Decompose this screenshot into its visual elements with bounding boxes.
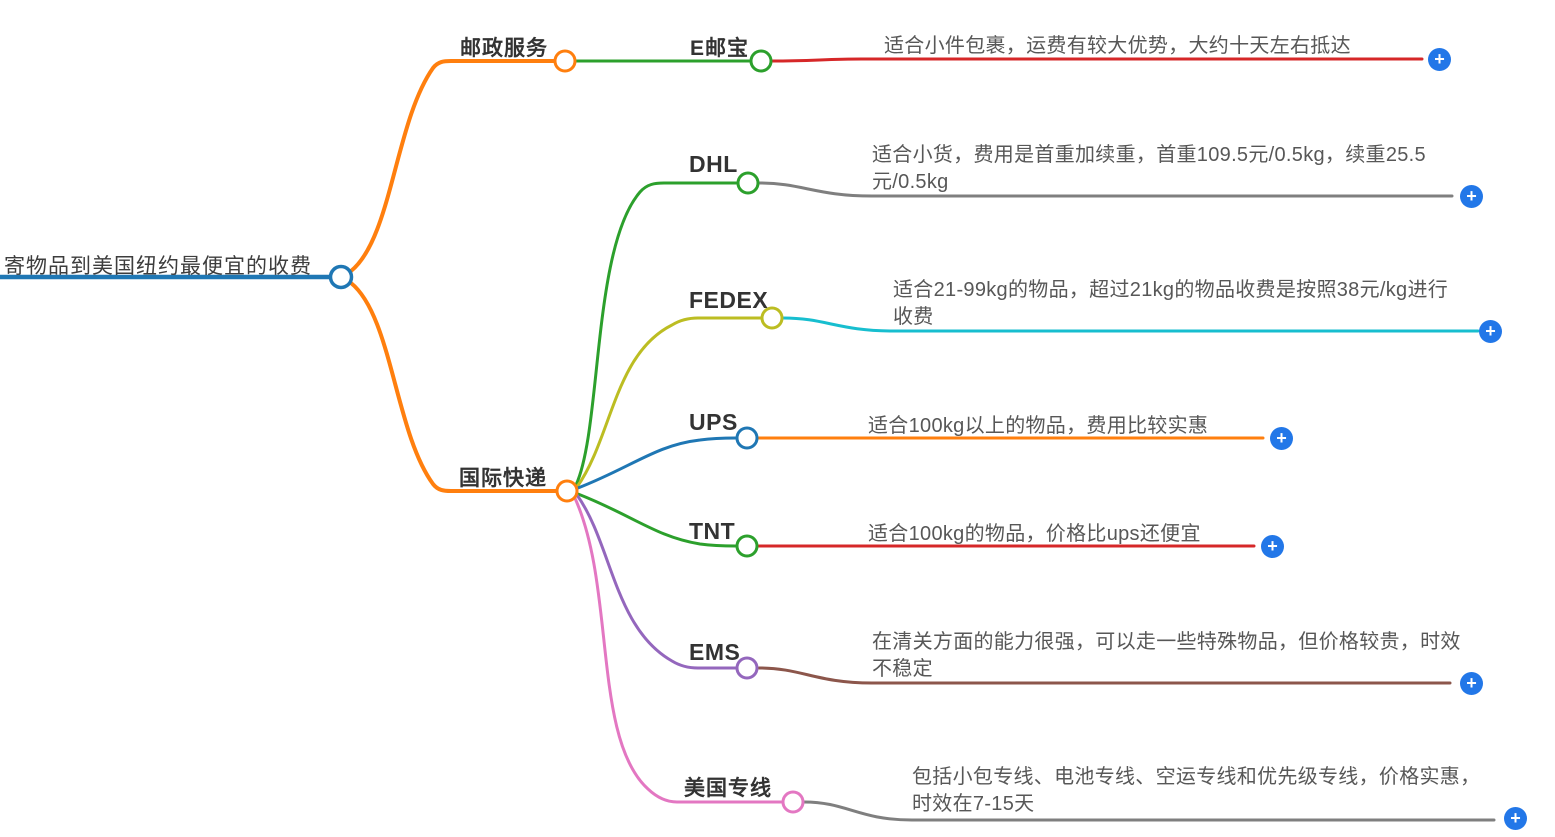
link-express-usaline (572, 494, 784, 804)
node-circle-postal[interactable] (553, 49, 577, 73)
node-fedex-label[interactable]: FEDEX (689, 287, 769, 313)
expand-button-ups[interactable]: + (1270, 427, 1293, 450)
plus-icon: + (1466, 185, 1477, 206)
expand-button-dhl[interactable]: + (1460, 185, 1483, 208)
node-express-label[interactable]: 国际快递 (459, 467, 547, 490)
plus-icon: + (1267, 535, 1278, 556)
node-postal-label[interactable]: 邮政服务 (460, 37, 548, 60)
leaf-dhl-desc[interactable]: 适合小货，费用是首重加续重，首重109.5元/0.5kg，续重25.5元/0.5… (872, 144, 1426, 193)
node-ups-label[interactable]: UPS (689, 409, 738, 435)
node-circle-epacket[interactable] (749, 49, 773, 73)
node-circle-ups[interactable] (735, 426, 759, 450)
leaf-ups-desc[interactable]: 适合100kg以上的物品，费用比较实惠 (868, 415, 1209, 437)
link-usaline-desc (802, 800, 1496, 822)
node-circle-usaline[interactable] (781, 790, 805, 814)
expand-button-fedex[interactable]: + (1479, 320, 1502, 343)
link-express-ems (575, 493, 738, 670)
node-epacket-label[interactable]: E邮宝 (690, 37, 750, 60)
leaf-tnt-desc[interactable]: 适合100kg的物品，价格比ups还便宜 (868, 523, 1201, 545)
node-circle-root[interactable] (328, 264, 354, 290)
leaf-fedex-desc[interactable]: 适合21-99kg的物品，超过21kg的物品收费是按照38元/kg进行收费 (893, 279, 1449, 328)
link-epacket-desc (770, 57, 1424, 63)
expand-button-epacket[interactable]: + (1428, 48, 1451, 71)
node-circle-express[interactable] (555, 479, 579, 503)
link-express-dhl (574, 181, 739, 487)
node-circle-ems[interactable] (735, 656, 759, 680)
plus-icon: + (1466, 672, 1477, 693)
link-express-ups (576, 436, 738, 490)
plus-icon: + (1276, 427, 1287, 448)
link-dhl-desc (757, 181, 1454, 198)
leaf-epacket-desc[interactable]: 适合小件包裹，运费有较大优势，大约十天左右抵达 (884, 35, 1351, 57)
link-ems-desc (757, 666, 1452, 685)
node-usaline-label[interactable]: 美国专线 (684, 777, 772, 800)
node-dhl-label[interactable]: DHL (689, 151, 738, 177)
link-express-tnt (576, 492, 738, 548)
plus-icon: + (1434, 48, 1445, 69)
node-circle-fedex[interactable] (760, 306, 784, 330)
plus-icon: + (1485, 320, 1496, 341)
node-circle-dhl[interactable] (736, 171, 760, 195)
link-root-postal (349, 59, 556, 273)
link-fedex-desc (781, 316, 1480, 333)
expand-button-tnt[interactable]: + (1261, 535, 1284, 558)
node-root-label[interactable]: 寄物品到美国纽约最便宜的收费 (4, 255, 312, 278)
node-circle-tnt[interactable] (735, 534, 759, 558)
leaf-ems-desc[interactable]: 在清关方面的能力很强，可以走一些特殊物品，但价格较贵，时效不稳定 (872, 631, 1461, 680)
link-root-express (349, 281, 558, 493)
plus-icon: + (1510, 807, 1521, 828)
node-tnt-label[interactable]: TNT (689, 518, 736, 544)
expand-button-ems[interactable]: + (1460, 672, 1483, 695)
leaf-usaline-desc[interactable]: 包括小包专线、电池专线、空运专线和优先级专线，价格实惠，时效在7-15天 (912, 766, 1481, 815)
link-express-fedex (575, 316, 763, 489)
expand-button-usaline[interactable]: + (1504, 807, 1527, 830)
node-ems-label[interactable]: EMS (689, 639, 741, 665)
